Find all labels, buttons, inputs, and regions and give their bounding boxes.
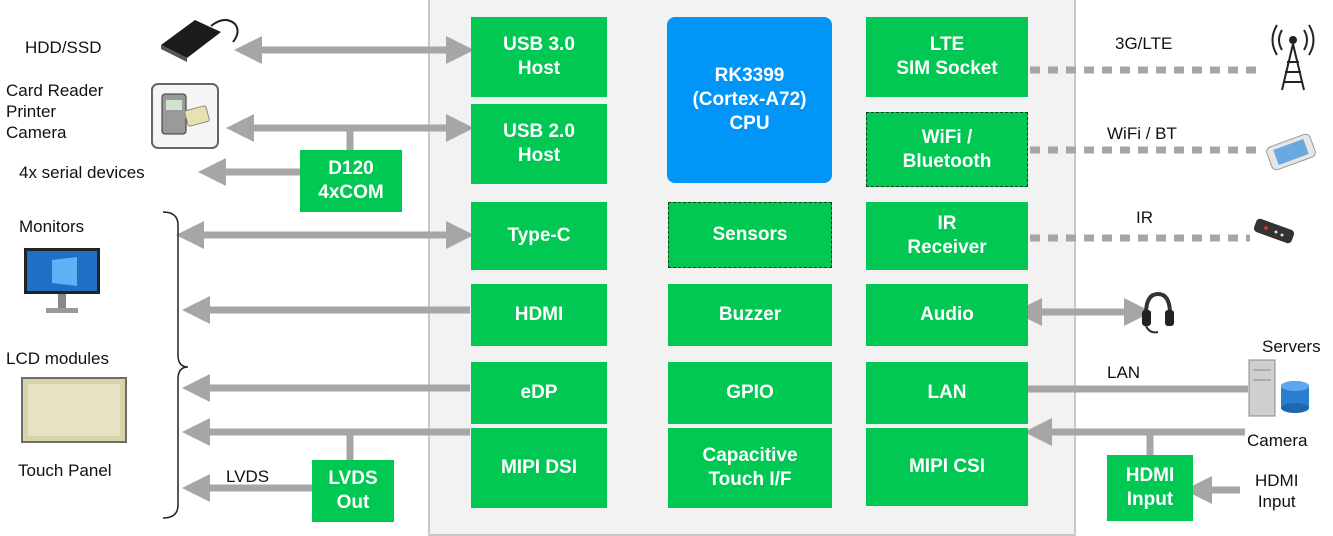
remote-control-icon (1253, 218, 1295, 244)
cpu-block: RK3399 (Cortex-A72) CPU (667, 17, 832, 183)
audio-block: Audio (866, 284, 1028, 346)
mipi-csi-block: MIPI CSI (866, 428, 1028, 506)
lte-3g-label: 3G/LTE (1115, 34, 1173, 53)
gpio-block: GPIO (668, 362, 832, 424)
lcd-modules-label: LCD modules (6, 349, 109, 368)
antenna-tower-icon (1271, 24, 1315, 91)
lvds-out-block: LVDS Out (312, 460, 394, 522)
hdd-ssd-label: HDD/SSD (25, 38, 102, 57)
display-brace (162, 211, 189, 519)
usb3-host-block: USB 3.0 Host (471, 17, 607, 97)
buzzer-block: Buzzer (668, 284, 832, 346)
server-icon (1248, 359, 1309, 417)
servers-label: Servers (1262, 337, 1321, 356)
ir-label: IR (1136, 208, 1153, 227)
capacitive-touch-block: Capacitive Touch I/F (668, 428, 832, 508)
usb2-host-block: USB 2.0 Host (471, 104, 607, 184)
sensors-block: Sensors (668, 202, 832, 268)
lte-sim-block: LTE SIM Socket (866, 17, 1028, 97)
connector-lines (162, 36, 1262, 519)
ir-receiver-block: IR Receiver (866, 202, 1028, 270)
touch-panel-label: Touch Panel (18, 461, 112, 480)
edp-block: eDP (471, 362, 607, 424)
hdmi-input-label: HDMI Input (1255, 471, 1299, 511)
wifi-bluetooth-block: WiFi / Bluetooth (866, 112, 1028, 187)
hdmi-block: HDMI (471, 284, 607, 346)
lcd-panel-icon (21, 377, 127, 443)
typec-block: Type-C (471, 202, 607, 270)
hdmi-input-block: HDMI Input (1107, 455, 1193, 521)
wifi-bt-label: WiFi / BT (1107, 124, 1177, 143)
monitor-icon (24, 248, 100, 313)
smartphone-icon (1266, 133, 1316, 171)
lan-label: LAN (1107, 363, 1141, 382)
headset-icon (1142, 291, 1174, 334)
card-reader-icon (151, 83, 219, 149)
d120-block: D120 4xCOM (300, 150, 402, 212)
serial-devices-label: 4x serial devices (19, 163, 145, 182)
mipi-dsi-block: MIPI DSI (471, 428, 607, 508)
card-reader-label: Card Reader Printer Camera (6, 81, 104, 142)
lan-block: LAN (866, 362, 1028, 424)
lvds-label: LVDS (226, 467, 270, 486)
monitors-label: Monitors (19, 217, 85, 236)
hdd-icon (161, 19, 239, 62)
camera-label: Camera (1247, 431, 1308, 450)
